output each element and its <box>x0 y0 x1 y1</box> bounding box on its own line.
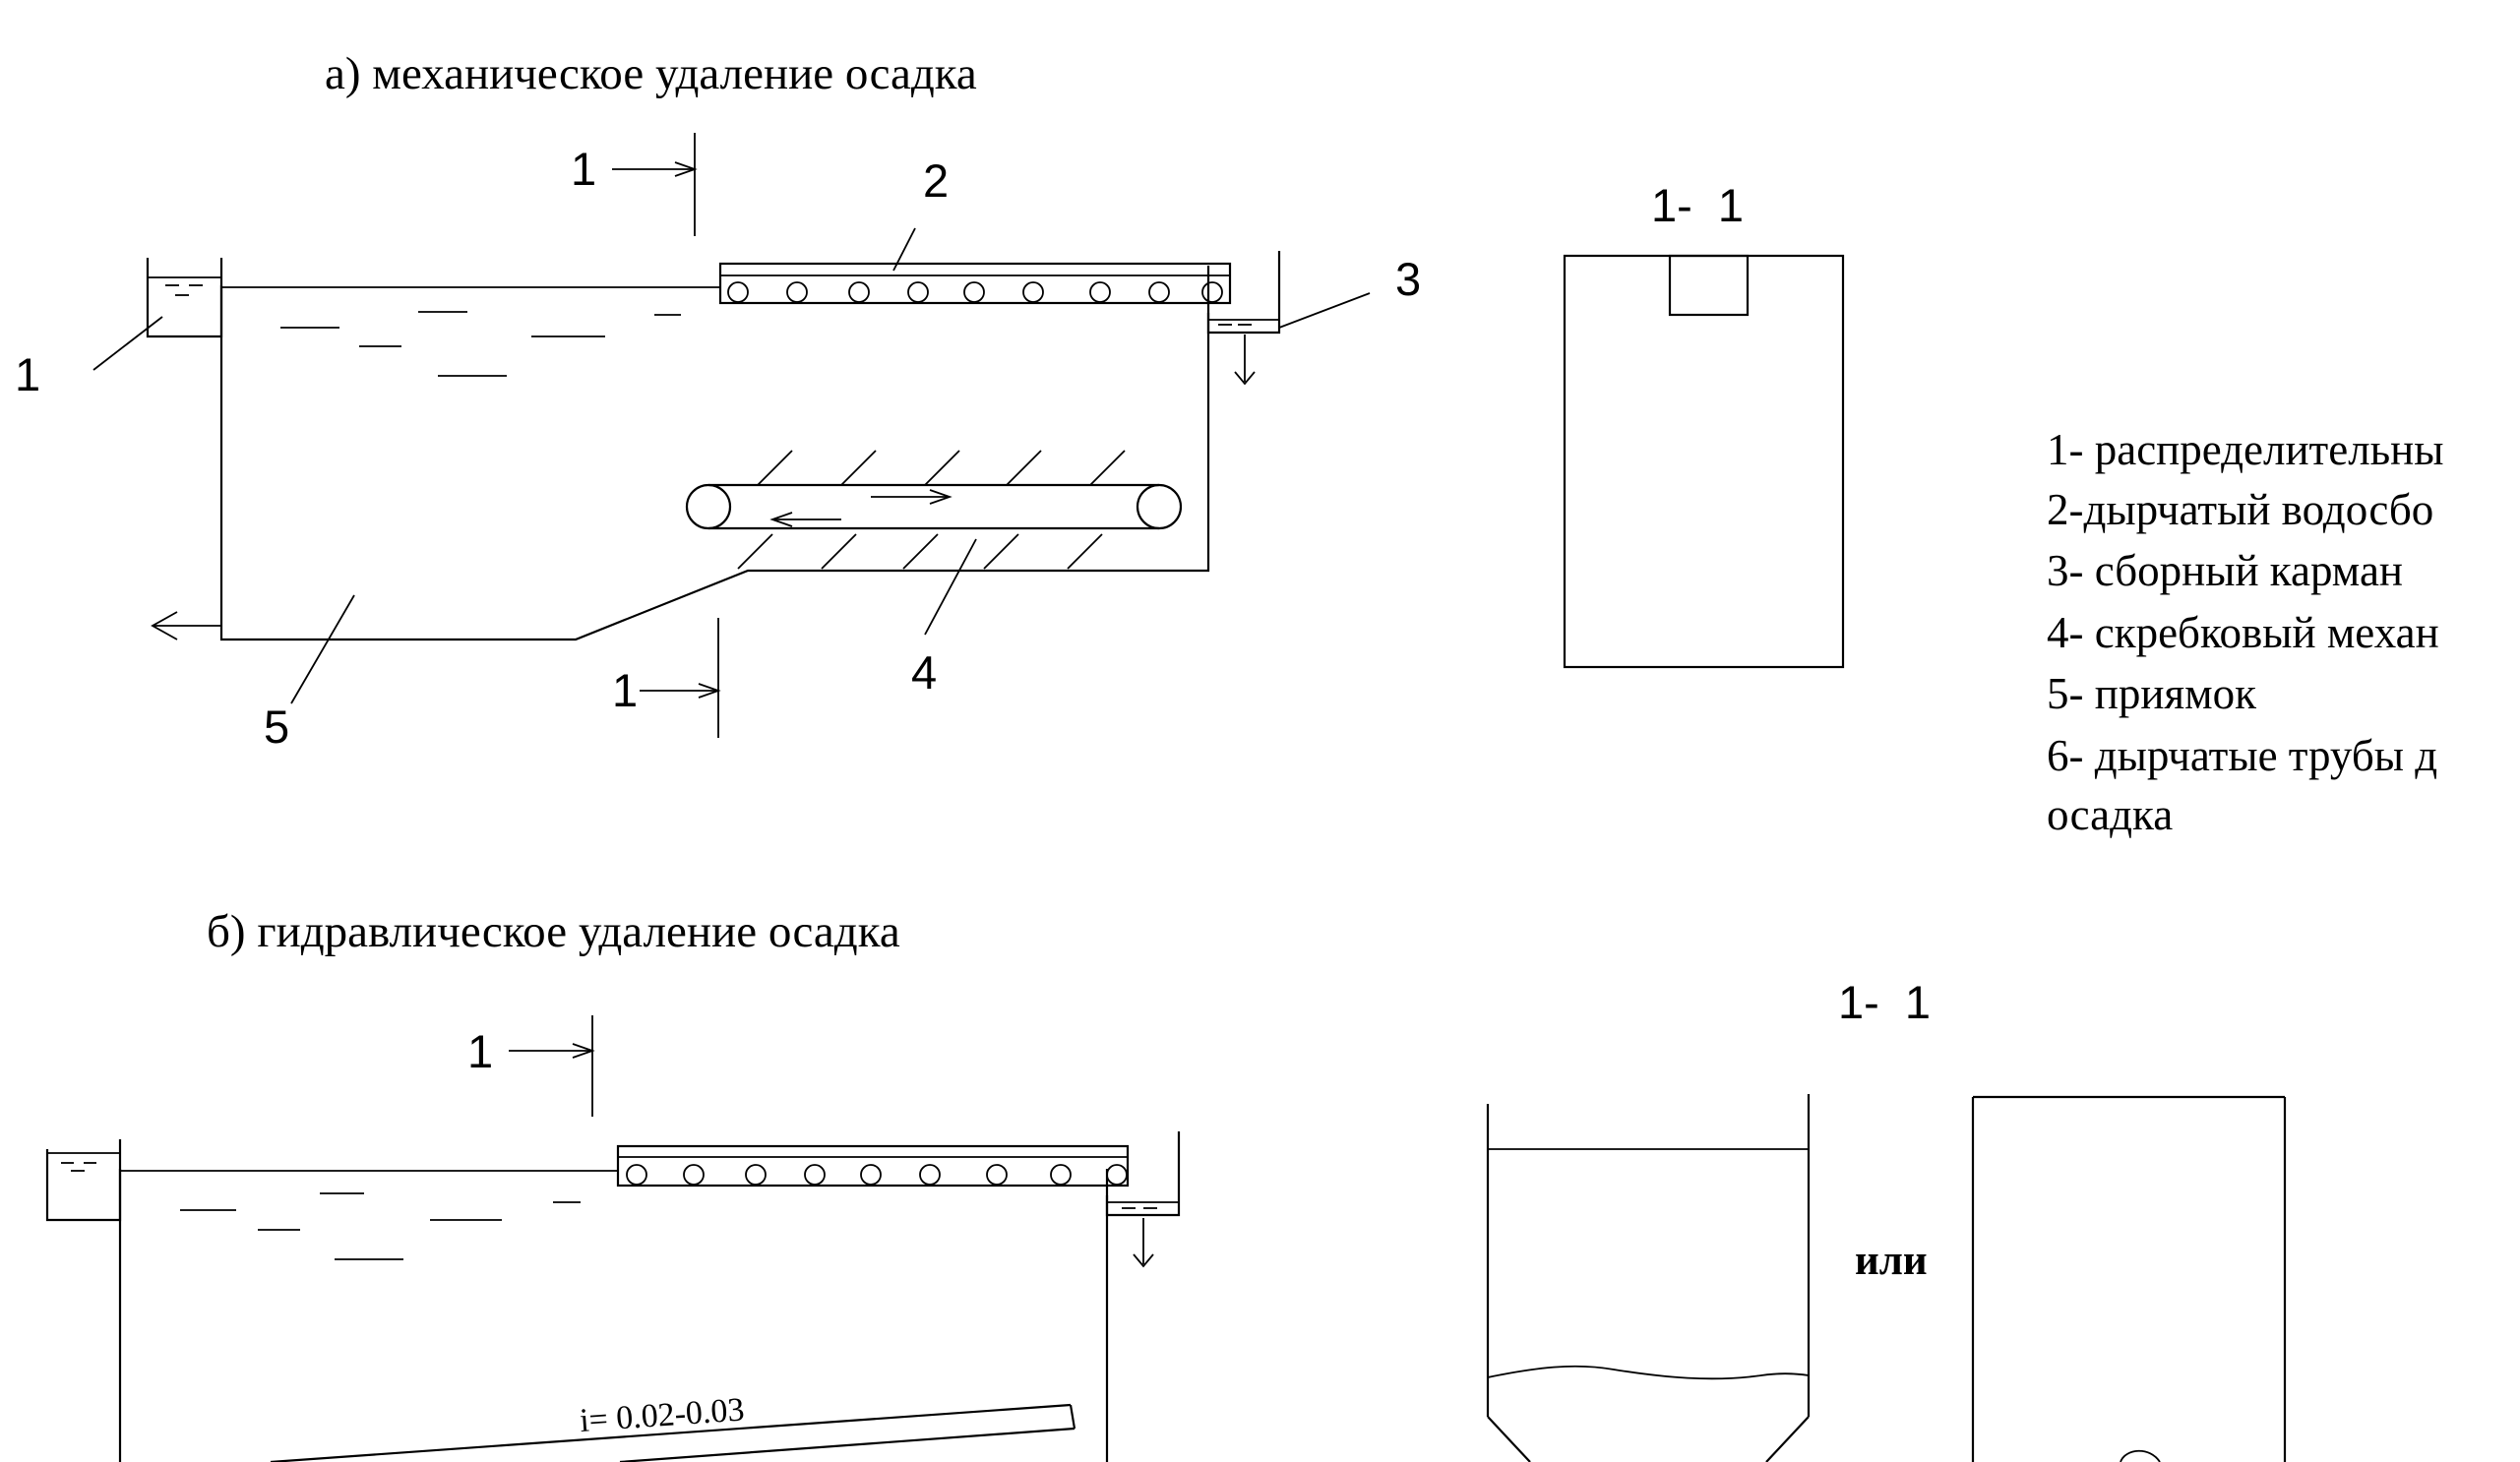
section-label-top: 1- 1 <box>1651 179 1744 231</box>
callout-a-inlet: 1 <box>15 348 40 400</box>
callout-a-scraper: 4 <box>911 646 937 699</box>
hydraulic-tank <box>45 1015 1181 1462</box>
legend-item-1: 1- распределительны <box>2047 425 2443 474</box>
slope-label: i= 0.02-0.03 <box>579 1391 746 1439</box>
mechanical-tank <box>92 133 1371 738</box>
callout-a-pocket: 3 <box>1395 253 1421 305</box>
legend: 1- распределительны 2-дырчатый водосбо 3… <box>2047 425 2443 839</box>
callout-a-collector: 2 <box>923 154 949 207</box>
heading-mechanical: а) механическое удаление осадка <box>325 48 977 99</box>
section-view-mechanical <box>1563 254 1845 669</box>
section-view-hydraulic-rect <box>1971 1095 2287 1462</box>
or-label: или <box>1855 1238 1928 1284</box>
legend-item-4: 4- скребковый механ <box>2047 608 2439 657</box>
section-label-bottom: 1- 1 <box>1838 976 1931 1028</box>
heading-hydraulic: б) гидравлическое удаление осадка <box>207 906 900 957</box>
callout-b-section-top: 1 <box>467 1025 493 1077</box>
legend-item-6-cont: осадка <box>2047 790 2173 839</box>
callout-a-section-top: 1 <box>571 143 596 195</box>
section-view-hydraulic-hopper <box>1486 1094 1811 1462</box>
legend-item-5: 5- приямок <box>2047 669 2256 718</box>
callout-a-sump: 5 <box>264 701 289 753</box>
legend-item-3: 3- сборный карман <box>2047 546 2403 595</box>
legend-item-2: 2-дырчатый водосбо <box>2047 485 2433 534</box>
callout-a-section-bottom: 1 <box>612 664 638 716</box>
legend-item-6: 6- дырчатые трубы д <box>2047 731 2437 780</box>
